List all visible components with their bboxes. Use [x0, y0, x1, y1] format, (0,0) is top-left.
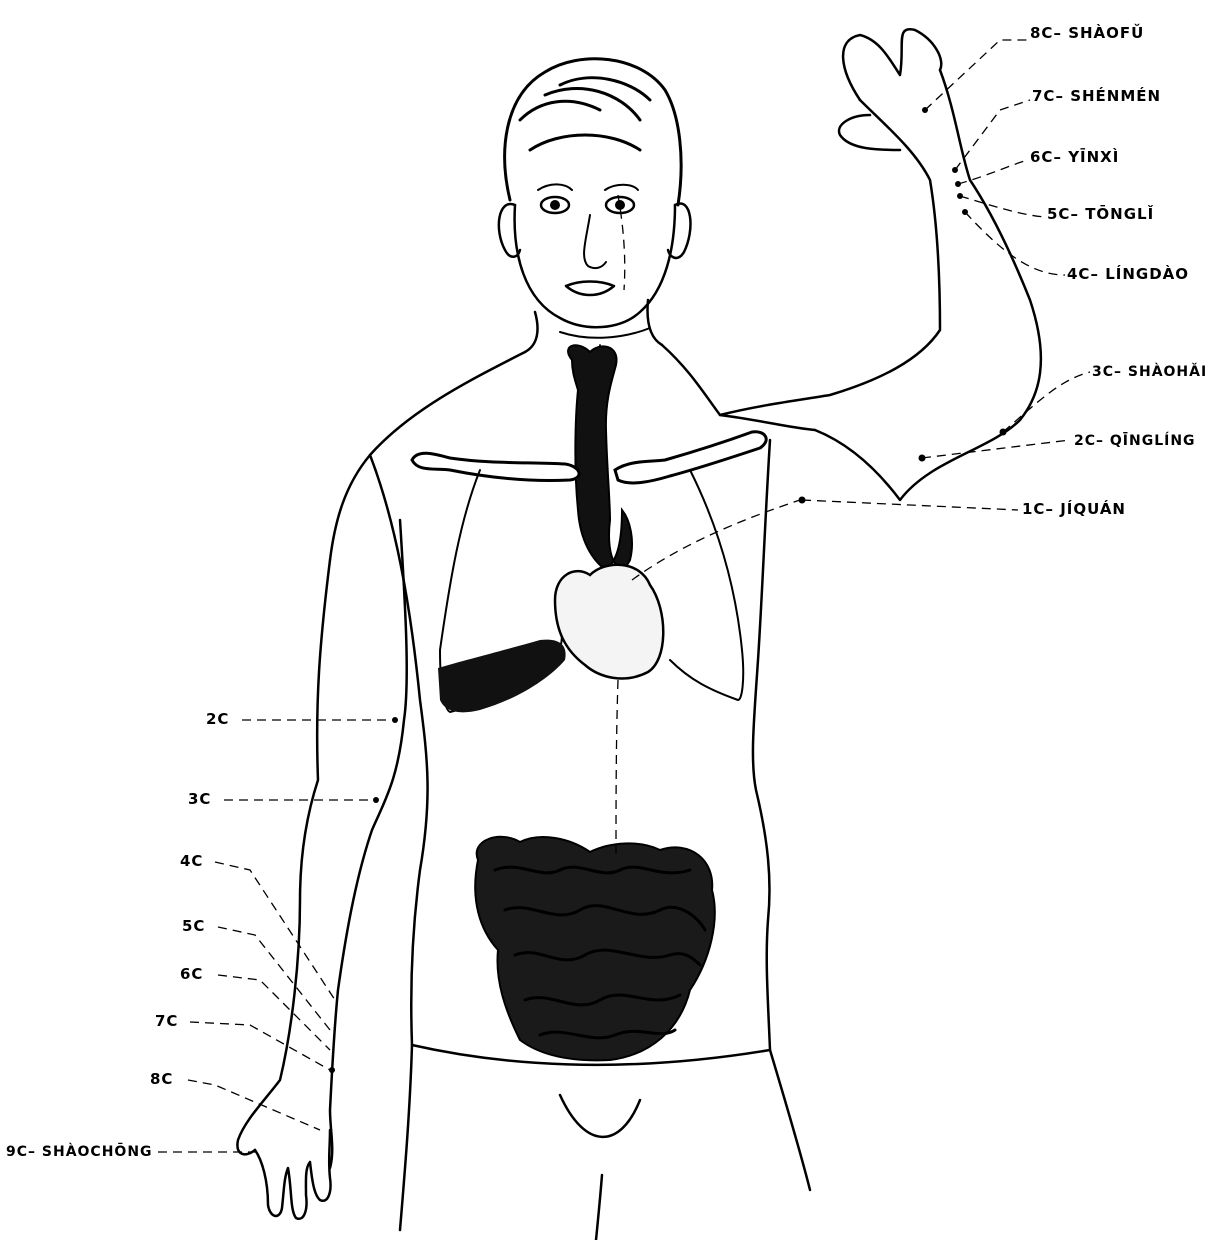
left-hand — [255, 1130, 331, 1219]
label-left-3c: 3C — [188, 790, 211, 808]
right-lung — [670, 470, 743, 700]
face-outline — [515, 205, 675, 327]
organs — [412, 345, 766, 1060]
liver-shading — [438, 640, 566, 713]
label-2c: 2C– QĪNGLÍNG — [1074, 431, 1196, 449]
right-leaders — [802, 40, 1090, 510]
right-arm-raised — [720, 70, 1041, 500]
left-leaders — [158, 720, 395, 1152]
label-left-6c: 6C — [180, 965, 203, 983]
torso-right-side — [753, 440, 810, 1190]
label-3c: 3C– SHÀOHǍI — [1092, 363, 1207, 380]
label-left-9c: 9C– SHÀOCHŌNG — [6, 1142, 153, 1160]
label-1c: 1C– JÍQUÁN — [1022, 499, 1126, 518]
mouth — [566, 282, 614, 296]
heart — [555, 565, 663, 679]
groin — [400, 1045, 640, 1240]
label-left-2c: 2C — [206, 710, 229, 728]
label-left-8c: 8C — [150, 1070, 173, 1088]
right-labels: 8C– SHÀOFǓ 7C– SHÉNMÉN 6C– YĪNXÌ 5C– TŌN… — [1022, 23, 1207, 518]
right-shoulder — [662, 345, 815, 430]
nose — [584, 215, 606, 268]
label-left-7c: 7C — [155, 1012, 178, 1030]
label-6c: 6C– YĪNXÌ — [1030, 146, 1119, 166]
label-7c: 7C– SHÉNMÉN — [1032, 86, 1161, 105]
left-arm — [237, 520, 406, 1168]
label-left-4c: 4C — [180, 852, 203, 870]
left-clavicle — [412, 453, 579, 480]
label-4c: 4C– LÍNGDÀO — [1067, 264, 1189, 283]
meridian-internal — [616, 195, 800, 860]
label-8c: 8C– SHÀOFǓ — [1030, 23, 1144, 42]
right-hand — [839, 29, 941, 150]
label-left-5c: 5C — [182, 917, 205, 935]
label-5c: 5C– TŌNGLǏ — [1047, 203, 1154, 223]
left-labels: 2C 3C 4C 5C 6C 7C 8C 9C– SHÀOCHŌNG — [6, 710, 229, 1160]
right-clavicle — [615, 432, 766, 483]
hair — [505, 59, 681, 205]
trachea — [568, 345, 632, 570]
